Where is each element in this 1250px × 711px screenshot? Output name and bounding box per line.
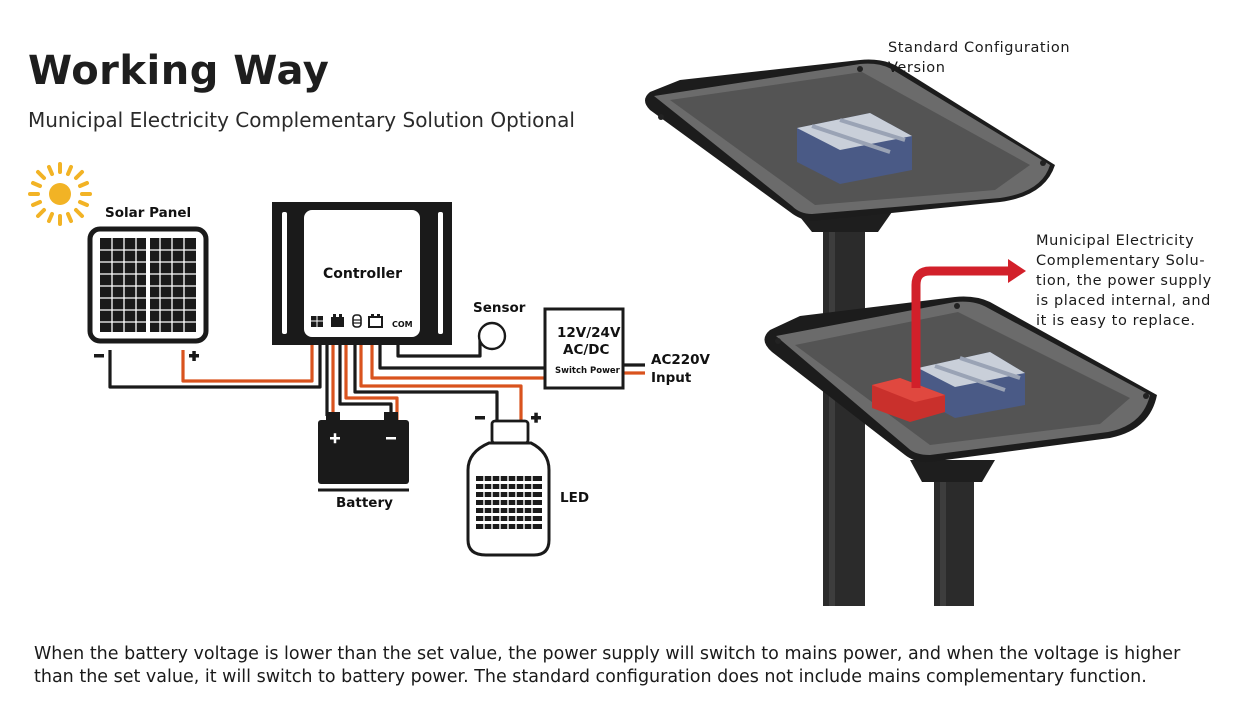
power-supply-module	[872, 378, 945, 422]
battery-icon	[318, 412, 409, 492]
controller-port-com: COM	[392, 320, 413, 329]
municipal-annotation: Municipal Electricity Complementary Solu…	[1036, 231, 1212, 331]
controller-label: Controller	[323, 266, 403, 282]
battery-label: Battery	[336, 495, 393, 511]
switch-power-line3: Switch Power	[555, 366, 620, 376]
wires	[108, 340, 645, 424]
municipal-annotation-line: is placed internal, and	[1036, 293, 1211, 309]
led-label: LED	[560, 490, 590, 506]
battery-pack	[797, 113, 912, 184]
standard-config-line2: Version	[888, 60, 946, 76]
municipal-lamp-illustration	[764, 296, 1157, 606]
sensor-icon	[477, 321, 507, 351]
led-plus-sign	[531, 412, 541, 423]
switch-power-line2: AC/DC	[563, 342, 610, 358]
solar-panel	[87, 226, 209, 344]
standard-lamp-illustration	[645, 59, 1055, 606]
solar-minus-sign	[94, 354, 104, 358]
page-subtitle: Municipal Electricity Complementary Solu…	[28, 108, 575, 132]
sensor-label: Sensor	[473, 300, 526, 316]
page-title: Working Way	[28, 48, 330, 94]
municipal-annotation-line: it is easy to replace.	[1036, 313, 1196, 329]
solar-plus-sign	[189, 351, 199, 361]
municipal-annotation-line: tion, the power supply	[1036, 273, 1212, 289]
footer-description: When the battery voltage is lower than t…	[34, 644, 1181, 687]
led-minus-sign	[475, 416, 485, 420]
ac-input-line2: Input	[651, 370, 692, 386]
municipal-annotation-line: Complementary Solu-	[1036, 253, 1206, 269]
standard-config-label: Standard Configuration Version	[888, 38, 1070, 78]
switch-power-box	[543, 307, 625, 390]
standard-config-line1: Standard Configuration	[888, 40, 1071, 56]
ac-input-line1: AC220V	[651, 352, 710, 368]
sun-icon	[28, 162, 92, 226]
municipal-annotation-line: Municipal Electricity	[1036, 233, 1195, 249]
led-lamp-icon	[466, 419, 551, 557]
controller-port-icons	[311, 314, 383, 328]
red-arrow-icon	[911, 259, 1026, 388]
switch-power-line1: 12V/24V	[557, 325, 621, 341]
solar-panel-label: Solar Panel	[105, 205, 192, 221]
